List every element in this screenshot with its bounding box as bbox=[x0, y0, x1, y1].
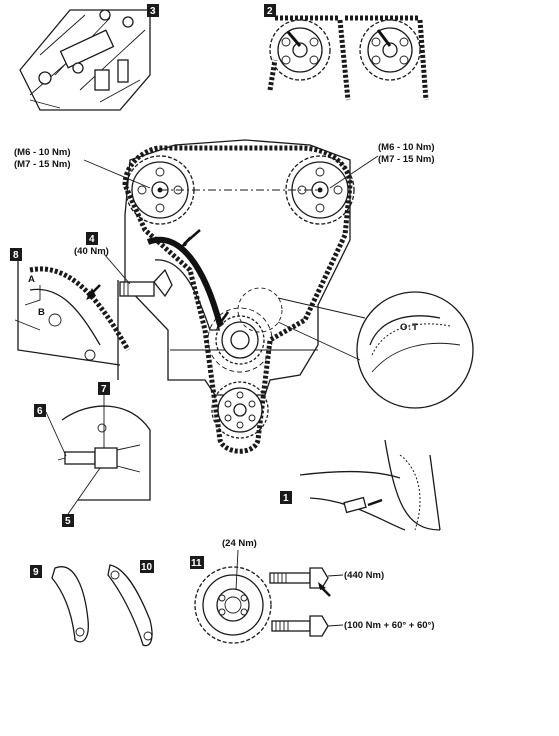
callout-9-label: 9 bbox=[33, 567, 39, 578]
callout-6: 6 bbox=[34, 404, 67, 457]
guide-9 bbox=[51, 566, 89, 643]
callout-3: 3 bbox=[147, 4, 159, 17]
bolt-lower bbox=[271, 615, 329, 637]
bolt-upper bbox=[269, 567, 331, 597]
torque-left-group: (M6 - 10 Nm) (M7 - 15 Nm) bbox=[14, 147, 151, 189]
detail-1-flywheel bbox=[299, 439, 441, 531]
zoom-crank-detail: O↓T bbox=[237, 287, 474, 409]
callout-7-label: 7 bbox=[101, 384, 107, 395]
torque-sprocket: (24 Nm) bbox=[222, 538, 257, 549]
callout-10-label: 10 bbox=[141, 562, 153, 573]
detail-2-cam-sprockets bbox=[267, 15, 429, 101]
crank-sprocket bbox=[207, 307, 273, 373]
chain-tensioner bbox=[119, 268, 173, 298]
callout-5-label: 5 bbox=[65, 516, 71, 527]
callout-1: 1 bbox=[280, 491, 292, 504]
torque-right-m6: (M6 - 10 Nm) bbox=[378, 142, 434, 153]
svg-text:O↓T: O↓T bbox=[400, 322, 418, 333]
oil-pump-sprocket bbox=[211, 381, 269, 439]
detail-8-label-b: B bbox=[38, 307, 45, 318]
callout-8: 8 bbox=[10, 248, 22, 261]
callout-11-label: 11 bbox=[191, 558, 202, 569]
torque-right-m7: (M7 - 15 Nm) bbox=[378, 154, 434, 165]
callout-1-label: 1 bbox=[283, 493, 289, 504]
callout-5: 5 bbox=[62, 467, 101, 527]
callout-8-label: 8 bbox=[13, 250, 19, 261]
detail-8-guide: A B bbox=[14, 258, 131, 366]
torque-left-m6: (M6 - 10 Nm) bbox=[14, 147, 70, 158]
torque-right-group: (M6 - 10 Nm) (M7 - 15 Nm) bbox=[329, 142, 434, 189]
torque-bolt-upper: (440 Nm) bbox=[344, 570, 384, 581]
guide-10 bbox=[107, 564, 153, 647]
callout-11: 11 bbox=[190, 556, 204, 569]
callout-4-label: 4 bbox=[89, 234, 95, 245]
callout-2: 2 bbox=[264, 4, 276, 17]
torque-bolt-upper-group: (440 Nm) bbox=[327, 570, 384, 581]
torque-bolt-lower: (100 Nm + 60° + 60°) bbox=[344, 620, 435, 631]
torque-left-m7: (M7 - 15 Nm) bbox=[14, 159, 70, 170]
sprocket-11 bbox=[194, 566, 272, 644]
callout-7: 7 bbox=[98, 382, 110, 448]
tensioner-rail bbox=[146, 237, 223, 331]
torque-tensioner: (40 Nm) bbox=[74, 246, 109, 257]
detail-8-label-a: A bbox=[28, 274, 35, 285]
callout-2-label: 2 bbox=[267, 6, 273, 17]
torque-bolt-lower-group: (100 Nm + 60° + 60°) bbox=[327, 620, 435, 631]
torque-sprocket-group: (24 Nm) bbox=[222, 538, 257, 591]
callout-6-label: 6 bbox=[37, 406, 43, 417]
callout-4: 4 (40 Nm) bbox=[74, 232, 131, 285]
callout-9: 9 bbox=[30, 565, 42, 578]
detail-sensor bbox=[57, 405, 151, 501]
detail-3-cylinder-head bbox=[19, 9, 151, 111]
right-cam-sprocket bbox=[285, 155, 355, 225]
callout-10: 10 bbox=[140, 560, 154, 573]
timing-chain bbox=[122, 145, 353, 454]
callout-3-label: 3 bbox=[150, 6, 156, 17]
